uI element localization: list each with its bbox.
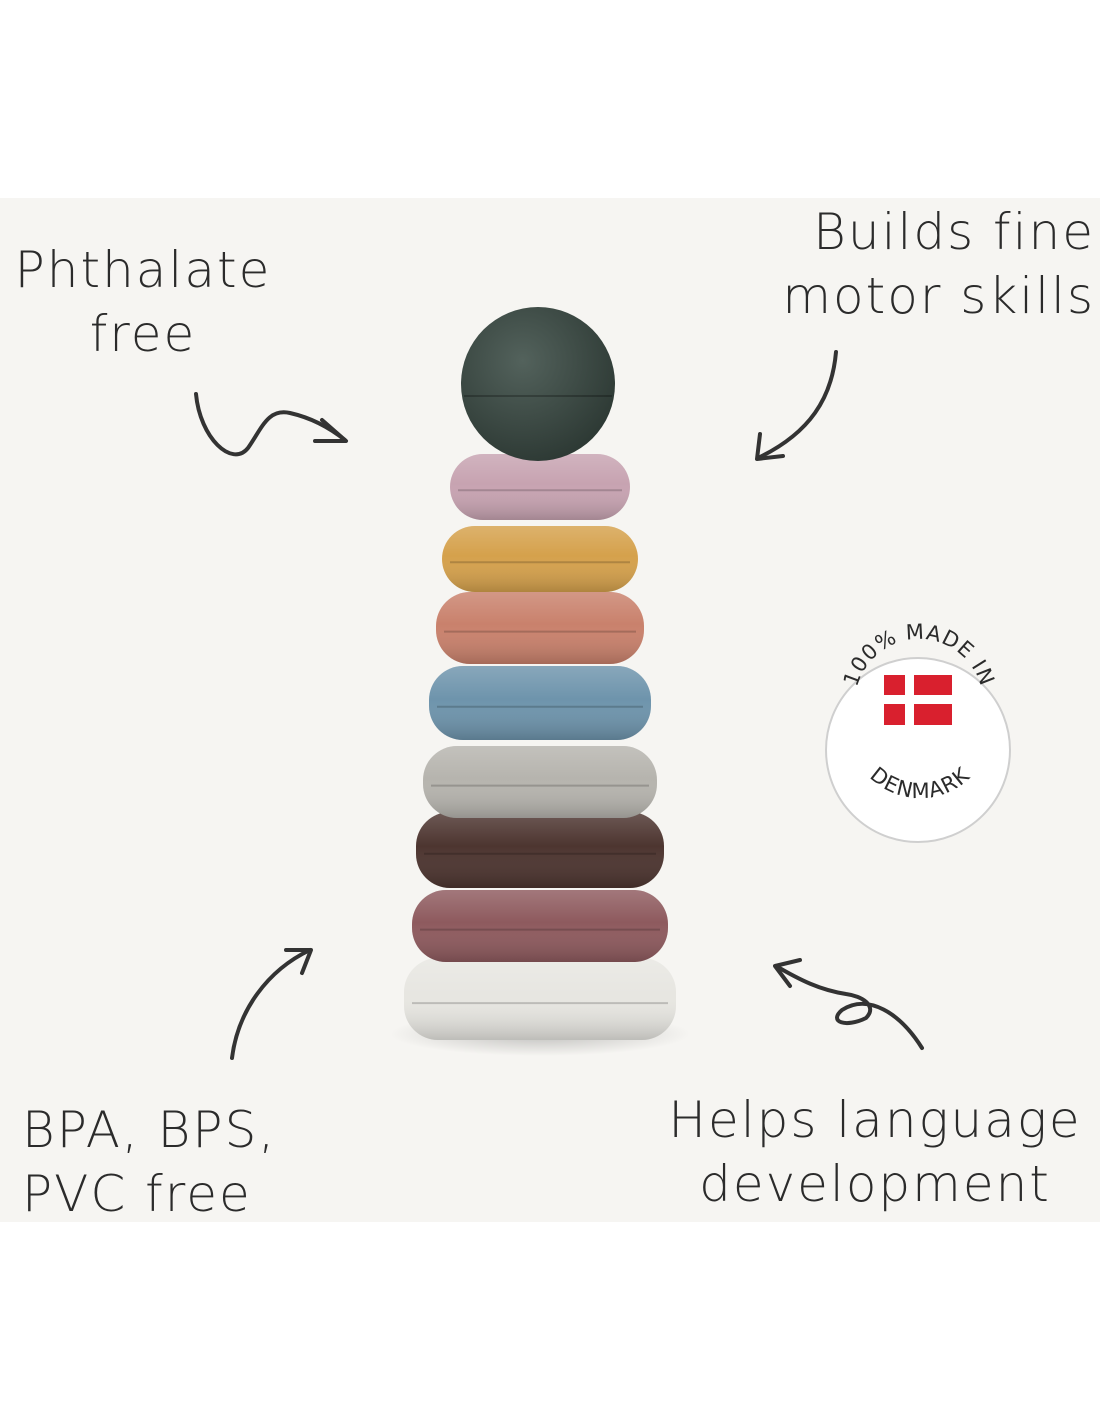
stack-ring-shading (416, 812, 664, 888)
arrow-bpa (230, 948, 312, 1060)
illustration: 100% MADE IN DENMARK (194, 307, 1011, 1060)
arrow-head (773, 958, 802, 988)
caption-phthalate-free: Phthalate free (8, 238, 278, 366)
made-in-denmark-badge: 100% MADE IN DENMARK (825, 620, 1011, 843)
stack-ring-shading (450, 454, 630, 520)
stack-ring-shading (404, 958, 676, 1040)
stacking-toy (404, 307, 676, 1040)
caption-motor-skills: Builds fine motor skills (770, 200, 1095, 328)
arrow-head (755, 432, 785, 461)
caption-line: Builds fine (813, 203, 1095, 261)
caption-bpa-free: BPA, BPS, PVC free (22, 1098, 352, 1222)
arrow-language (774, 964, 924, 1050)
caption-language-development: Helps language development (660, 1088, 1090, 1216)
stack-ring-shading (423, 746, 657, 818)
arrow-head (284, 948, 313, 975)
caption-line: development (699, 1155, 1051, 1213)
caption-line: motor skills (782, 267, 1095, 325)
stack-ring-shading (429, 666, 651, 740)
stack-top-ball (461, 307, 615, 461)
denmark-flag-icon (884, 675, 952, 725)
product-panel: Phthalate free Builds fine motor skills … (0, 198, 1100, 1222)
arrow-head (313, 418, 348, 443)
caption-line: PVC free (22, 1165, 252, 1222)
caption-line: free (89, 305, 197, 363)
arrow-motor (756, 350, 838, 460)
stack-ring-shading (412, 890, 668, 962)
stack-ring-shading (442, 526, 638, 592)
arrow-phthalate (194, 392, 347, 457)
stack-ring-shading (436, 592, 644, 664)
caption-line: BPA, BPS, (22, 1101, 277, 1159)
caption-line: Helps language (668, 1091, 1082, 1149)
caption-line: Phthalate (14, 241, 272, 299)
